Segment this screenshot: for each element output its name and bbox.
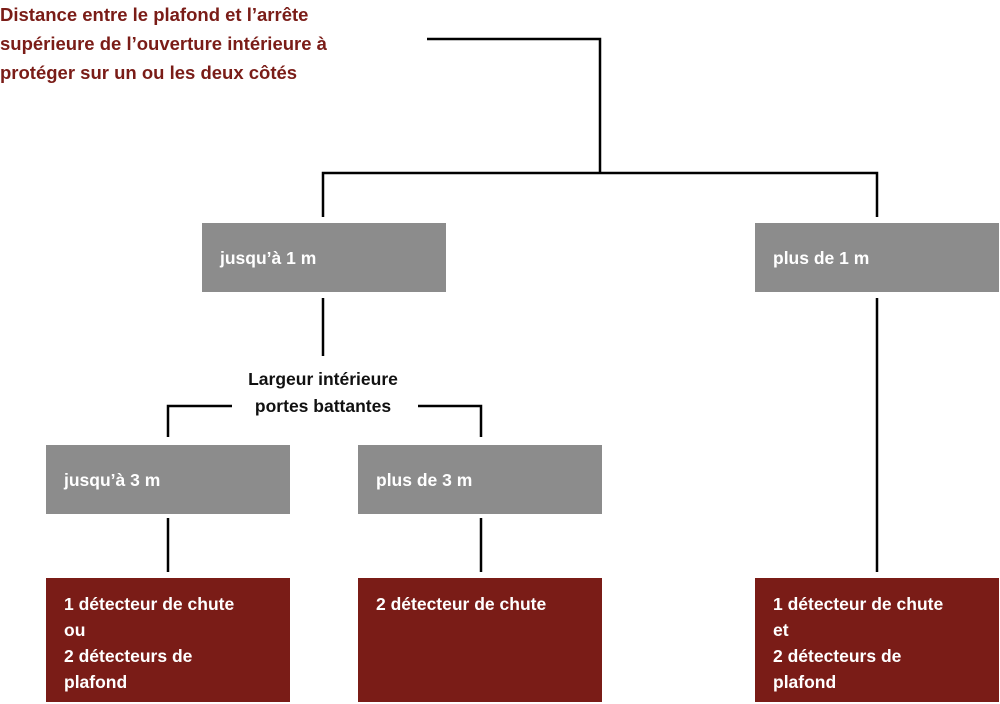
result-line: 1 détecteur de chute	[64, 594, 235, 614]
door-width-label: Largeur intérieure portes battantes	[203, 366, 443, 420]
diagram-title: Distance entre le plafond et l’arrête su…	[0, 0, 420, 87]
node-more-than-3m: plus de 3 m	[358, 445, 602, 514]
result-node-2: 2 détecteur de chute	[358, 578, 602, 702]
node-label: plus de 3 m	[376, 469, 473, 490]
node-label: jusqu’à 1 m	[220, 247, 317, 268]
result-line: plafond	[64, 672, 128, 692]
result-node-3: 1 détecteur de chute et 2 détecteurs de …	[755, 578, 999, 702]
result-line: 2 détecteurs de	[64, 646, 193, 666]
title-line: Distance entre le plafond et l’arrête	[0, 4, 309, 25]
node-label: jusqu’à 3 m	[64, 469, 161, 490]
result-line: et	[773, 620, 789, 640]
result-node-1: 1 détecteur de chute ou 2 détecteurs de …	[46, 578, 290, 702]
node-up-to-1m: jusqu’à 1 m	[202, 223, 446, 292]
node-up-to-3m: jusqu’à 3 m	[46, 445, 290, 514]
result-line: ou	[64, 620, 86, 640]
result-line: plafond	[773, 672, 837, 692]
result-line: 1 détecteur de chute	[773, 594, 944, 614]
title-line: supérieure de l’ouverture intérieure à	[0, 33, 327, 54]
result-line: 2 détecteur de chute	[376, 594, 547, 614]
label-line: portes battantes	[254, 396, 392, 416]
label-line: Largeur intérieure	[248, 369, 398, 389]
title-line: protéger sur un ou les deux côtés	[0, 62, 298, 83]
node-more-than-1m: plus de 1 m	[755, 223, 999, 292]
result-line: 2 détecteurs de	[773, 646, 902, 666]
node-label: plus de 1 m	[773, 247, 870, 268]
